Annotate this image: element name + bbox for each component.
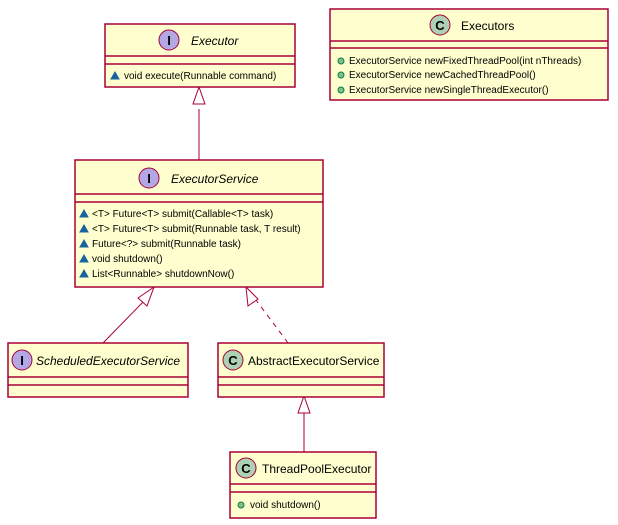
public-visibility-icon	[337, 71, 345, 79]
class-box	[217, 342, 385, 398]
badge-letter: C	[241, 461, 251, 476]
class-name: ScheduledExecutorService	[36, 354, 180, 368]
interface-badge-icon	[158, 29, 180, 51]
package-visibility-icon	[79, 238, 89, 248]
method: <T> Future<T> submit(Callable<T> task)	[92, 209, 273, 220]
class-box	[74, 159, 324, 288]
package-visibility-icon	[110, 70, 120, 80]
method: ExecutorService newCachedThreadPool()	[349, 70, 536, 81]
package-visibility-icon	[79, 208, 89, 218]
badge-letter: I	[167, 33, 171, 48]
badge-letter: I	[147, 171, 151, 186]
edge-abstract-executorservice	[255, 299, 289, 344]
method: void shutdown()	[92, 254, 163, 265]
badge-letter: C	[228, 353, 238, 368]
inheritance-arrowhead	[192, 85, 206, 105]
class-scheduled-executor-service[interactable]: I ScheduledExecutorService	[7, 342, 189, 398]
method: Future<?> submit(Runnable task)	[92, 239, 241, 250]
class-badge-icon	[235, 457, 257, 479]
public-visibility-icon	[337, 86, 345, 94]
method: void shutdown()	[250, 500, 321, 511]
badge-letter: C	[435, 18, 445, 33]
inheritance-arrowhead	[297, 394, 311, 414]
class-name: AbstractExecutorService	[248, 354, 380, 368]
class-thread-pool-executor[interactable]: C ThreadPoolExecutor void shutdown()	[229, 451, 377, 519]
method: List<Runnable> shutdownNow()	[92, 269, 234, 280]
class-badge-icon	[429, 14, 451, 36]
class-box	[7, 342, 189, 398]
class-name: Executor	[191, 34, 239, 48]
class-executors[interactable]: C Executors ExecutorService newFixedThre…	[329, 8, 609, 101]
class-executor[interactable]: I Executor void execute(Runnable command…	[104, 23, 296, 88]
package-visibility-icon	[79, 223, 89, 233]
realization-arrowhead	[245, 285, 259, 307]
edge-scheduled-executorservice	[102, 299, 146, 344]
class-executor-service[interactable]: I ExecutorService <T> Future<T> submit(C…	[74, 159, 324, 288]
method: void execute(Runnable command)	[124, 71, 276, 82]
method: <T> Future<T> submit(Runnable task, T re…	[92, 224, 301, 235]
class-badge-icon	[222, 349, 244, 371]
class-name: Executors	[461, 19, 514, 33]
class-box	[329, 8, 609, 101]
badge-letter: I	[20, 353, 24, 368]
class-abstract-executor-service[interactable]: C AbstractExecutorService	[217, 342, 385, 398]
interface-badge-icon	[11, 349, 33, 371]
package-visibility-icon	[79, 268, 89, 278]
method: ExecutorService newSingleThreadExecutor(…	[349, 85, 549, 96]
inheritance-arrowhead	[137, 285, 156, 307]
public-visibility-icon	[237, 501, 245, 509]
class-name: ExecutorService	[171, 172, 259, 186]
method: ExecutorService newFixedThreadPool(int n…	[349, 56, 581, 67]
package-visibility-icon	[79, 253, 89, 263]
interface-badge-icon	[138, 167, 160, 189]
public-visibility-icon	[337, 57, 345, 65]
relations	[102, 85, 311, 452]
class-name: ThreadPoolExecutor	[262, 462, 371, 476]
